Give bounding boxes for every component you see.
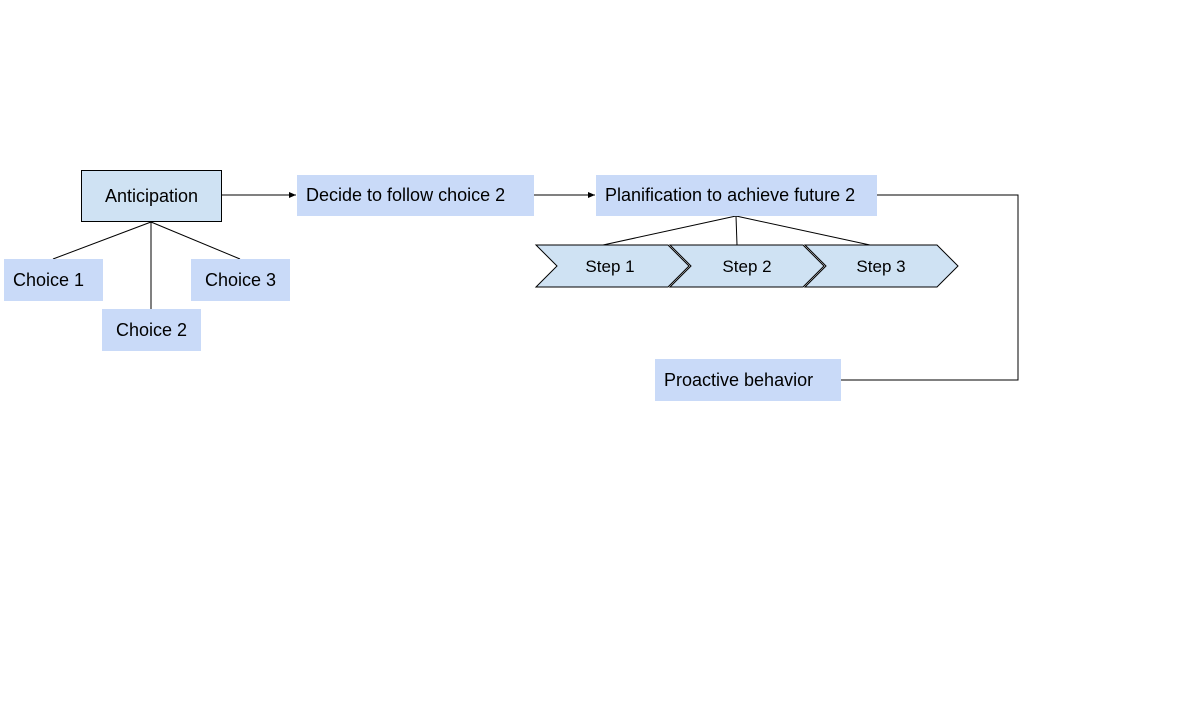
node-proactive-behavior: Proactive behavior (655, 359, 841, 401)
step-1-label: Step 1 (585, 257, 635, 276)
node-choice-3: Choice 3 (191, 259, 290, 301)
chevron-step-1 (534, 244, 690, 288)
connector-planification-step3 (735, 215, 871, 246)
node-choice-1: Choice 1 (4, 259, 103, 301)
connector-planification-step2 (735, 215, 738, 246)
node-anticipation: Anticipation (81, 170, 222, 222)
chevron-step-2 (668, 244, 825, 288)
connector-planification-to-proactive (841, 194, 1019, 381)
step-3-label: Step 3 (856, 257, 906, 276)
step-2-label: Step 2 (722, 257, 772, 276)
connector-anticipation-choice3 (150, 221, 241, 260)
chevron-step-3 (803, 244, 959, 288)
node-decide: Decide to follow choice 2 (297, 175, 534, 216)
node-planification: Planification to achieve future 2 (596, 175, 877, 216)
connector-planification-step1 (602, 215, 737, 246)
node-choice-2: Choice 2 (102, 309, 201, 351)
connector-anticipation-choice1 (52, 221, 152, 260)
